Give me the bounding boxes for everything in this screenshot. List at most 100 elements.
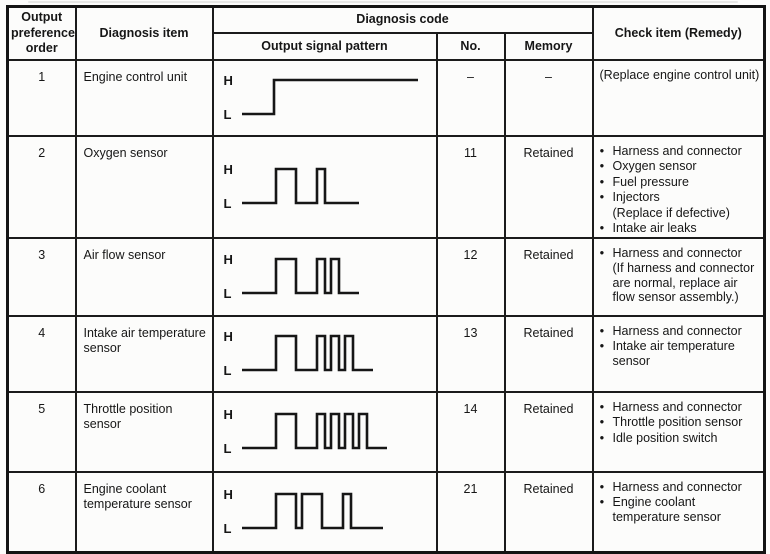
memory-cell: Retained (503, 236, 594, 317)
check-item: ● Engine coolant temperature sensor (600, 495, 761, 524)
waveform-high-label: H (223, 406, 233, 422)
waveform-plot (241, 334, 373, 372)
waveform-low-label: L (223, 521, 232, 537)
check-item-text: Harness and connector (612, 323, 742, 338)
bullet-icon: ● (599, 192, 605, 202)
output-signal-pattern-cell: H L (211, 390, 438, 473)
waveform-low-label: L (223, 362, 232, 378)
scan-artifact (28, 1, 738, 3)
header-diagnosis-item: Diagnosis item (74, 5, 214, 61)
waveform-plot (241, 257, 359, 295)
check-item: (Replace if defective) (600, 206, 761, 221)
signal-waveform: H L (223, 329, 436, 379)
waveform-high-label: H (223, 161, 233, 177)
check-item-cell: ● Harness and connector ● Engine coolant te… (591, 470, 766, 554)
waveform-high-label: H (223, 487, 233, 503)
check-item-text: Injectors (612, 190, 660, 205)
check-item-text: Harness and connector (612, 143, 742, 158)
waveform-plot (241, 412, 387, 450)
check-item-cell: ● Harness and connector(If harness and co… (591, 236, 766, 317)
signal-waveform: H L (223, 407, 436, 457)
check-item-text: (Replace if defective) (612, 205, 730, 220)
waveform-high-label: H (223, 328, 233, 344)
check-item: (If harness and connector are normal, re… (600, 261, 761, 305)
diagnosis-item-cell: Engine control unit (74, 58, 214, 137)
signal-waveform: H L (223, 73, 436, 123)
waveform-axis-labels: H L (223, 487, 240, 537)
diagnosis-code-no-cell: 13 (435, 314, 506, 393)
check-item: ● Oxygen sensor (600, 159, 761, 174)
output-signal-pattern-cell: H L (211, 470, 438, 554)
check-item: ● Fuel pressure (600, 175, 761, 190)
output-preference-order-cell: 3 (6, 236, 77, 317)
check-item-text: Oxygen sensor (612, 159, 697, 174)
check-item: ● Harness and connector (600, 246, 761, 261)
output-signal-pattern-cell: H L (211, 314, 438, 393)
header-no: No. (435, 32, 506, 61)
output-preference-order-cell: 5 (6, 390, 77, 473)
waveform-low-label: L (223, 440, 232, 456)
waveform-plot (241, 167, 359, 205)
bullet-icon: ● (599, 145, 605, 155)
check-item: ● Harness and connector (600, 400, 761, 415)
check-item: ● Throttle position sensor (600, 415, 761, 430)
bullet-spacer (600, 261, 613, 305)
diagnosis-code-no-cell: 21 (435, 470, 506, 554)
waveform-plot (241, 78, 418, 116)
waveform-low-label: L (223, 106, 232, 122)
bullet-icon: ● (599, 481, 605, 491)
table-row: 1 Engine control unit H L – – (Replace e… (6, 58, 766, 137)
bullet-icon: ● (599, 247, 605, 257)
bullet-icon: ● (599, 401, 605, 411)
check-item-text: Intake air temperature sensor (612, 339, 735, 368)
check-item-text: Throttle position sensor (612, 415, 743, 430)
memory-cell: – (503, 58, 594, 137)
diagnosis-code-no-cell: – (435, 58, 506, 137)
diagnosis-code-no-cell: 12 (435, 236, 506, 317)
bullet-icon: ● (599, 432, 605, 442)
check-item-cell: ● Harness and connector ● Intake air temper… (591, 314, 766, 393)
diagnosis-code-no-cell: 14 (435, 390, 506, 473)
memory-cell: Retained (503, 470, 594, 554)
output-preference-order-cell: 1 (6, 58, 77, 137)
waveform-axis-labels: H L (223, 329, 240, 379)
output-preference-order-cell: 4 (6, 314, 77, 393)
output-signal-pattern-cell: H L (211, 134, 438, 239)
output-signal-pattern-cell: H L (211, 236, 438, 317)
check-item-cell: (Replace engine control unit) (591, 58, 766, 137)
header-check-item: Check item (Remedy) (591, 5, 766, 61)
check-item-text: Harness and connector (612, 479, 742, 494)
check-item: ● Harness and connector (600, 144, 761, 159)
check-item-text: Harness and connector (612, 245, 742, 260)
bullet-icon: ● (599, 176, 605, 186)
output-preference-order-cell: 2 (6, 134, 77, 239)
signal-waveform: H L (223, 487, 436, 537)
signal-waveform: H L (223, 252, 436, 302)
check-item-text: (Replace engine control unit) (599, 67, 760, 82)
diagnosis-item-cell: Intake air temperature sensor (74, 314, 214, 393)
bullet-icon: ● (599, 417, 605, 427)
check-item-text: (If harness and connector are normal, re… (612, 261, 755, 305)
waveform-axis-labels: H L (223, 162, 240, 212)
memory-cell: Retained (503, 314, 594, 393)
check-item: ● Injectors (600, 190, 761, 205)
table-row: 3 Air flow sensor H L 12 Retained ● Harne… (6, 236, 766, 317)
bullet-icon: ● (599, 341, 605, 351)
table-row: 6 Engine coolant temperature sensor H L … (6, 470, 766, 554)
check-item: ●Idle position switch (600, 431, 761, 446)
bullet-icon: ● (599, 161, 605, 171)
bullet-icon: ● (599, 497, 605, 507)
bullet-icon: ● (599, 325, 605, 335)
waveform-high-label: H (223, 251, 233, 267)
waveform-high-label: H (223, 72, 233, 88)
header-output-signal-pattern: Output signal pattern (211, 32, 438, 61)
waveform-low-label: L (223, 195, 232, 211)
table-row: 4 Intake air temperature sensor H L 13 R… (6, 314, 766, 393)
check-item-text: Harness and connector (612, 399, 742, 414)
diagnosis-item-cell: Oxygen sensor (74, 134, 214, 239)
check-item-text: Fuel pressure (612, 174, 689, 189)
check-item-text: Engine coolant temperature sensor (612, 495, 721, 524)
bullet-icon: ● (599, 223, 605, 233)
memory-cell: Retained (503, 134, 594, 239)
diagnosis-item-cell: Air flow sensor (74, 236, 214, 317)
